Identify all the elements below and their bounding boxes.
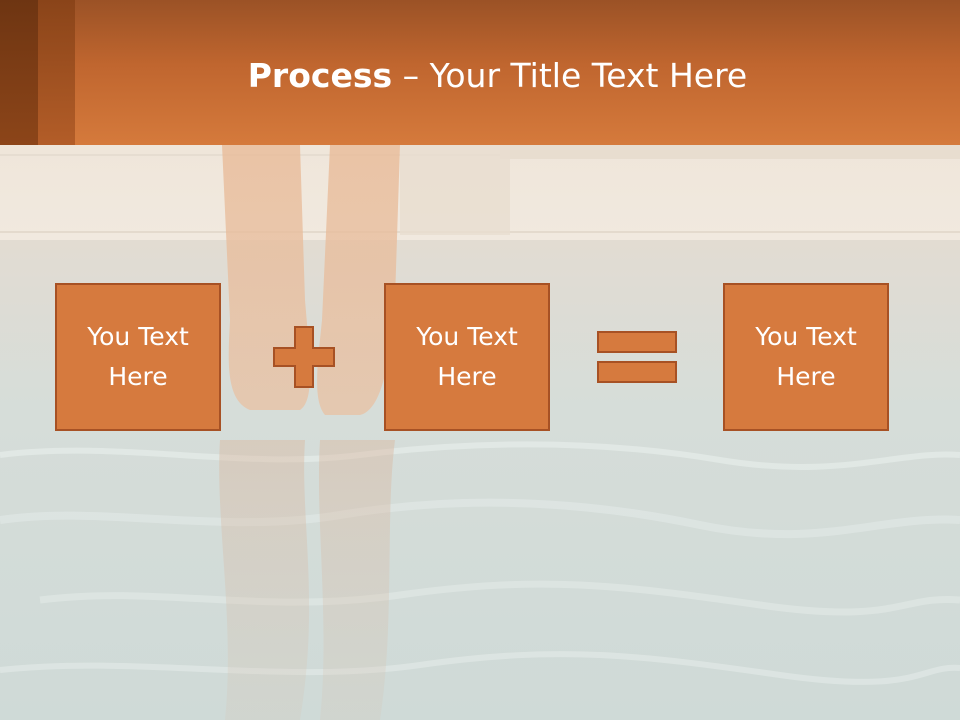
header-band: [0, 0, 960, 145]
title-rest: – Your Title Text Here: [392, 56, 748, 95]
plus-icon[interactable]: [273, 326, 335, 388]
process-box-2[interactable]: You Text Here: [384, 283, 550, 431]
header-accent-mid: [38, 0, 75, 145]
process-box-1[interactable]: You Text Here: [55, 283, 221, 431]
slide-title[interactable]: Process – Your Title Text Here: [75, 48, 920, 104]
process-box-2-line2: Here: [437, 362, 497, 391]
process-box-2-line1: You Text: [416, 322, 518, 351]
process-box-3-line2: Here: [776, 362, 836, 391]
title-bold: Process: [247, 56, 393, 95]
equals-icon[interactable]: [597, 331, 677, 385]
header-accent-dark: [0, 0, 38, 145]
process-box-3-line1: You Text: [755, 322, 857, 351]
process-box-3[interactable]: You Text Here: [723, 283, 889, 431]
process-box-1-line2: Here: [108, 362, 168, 391]
process-box-1-line1: You Text: [87, 322, 189, 351]
